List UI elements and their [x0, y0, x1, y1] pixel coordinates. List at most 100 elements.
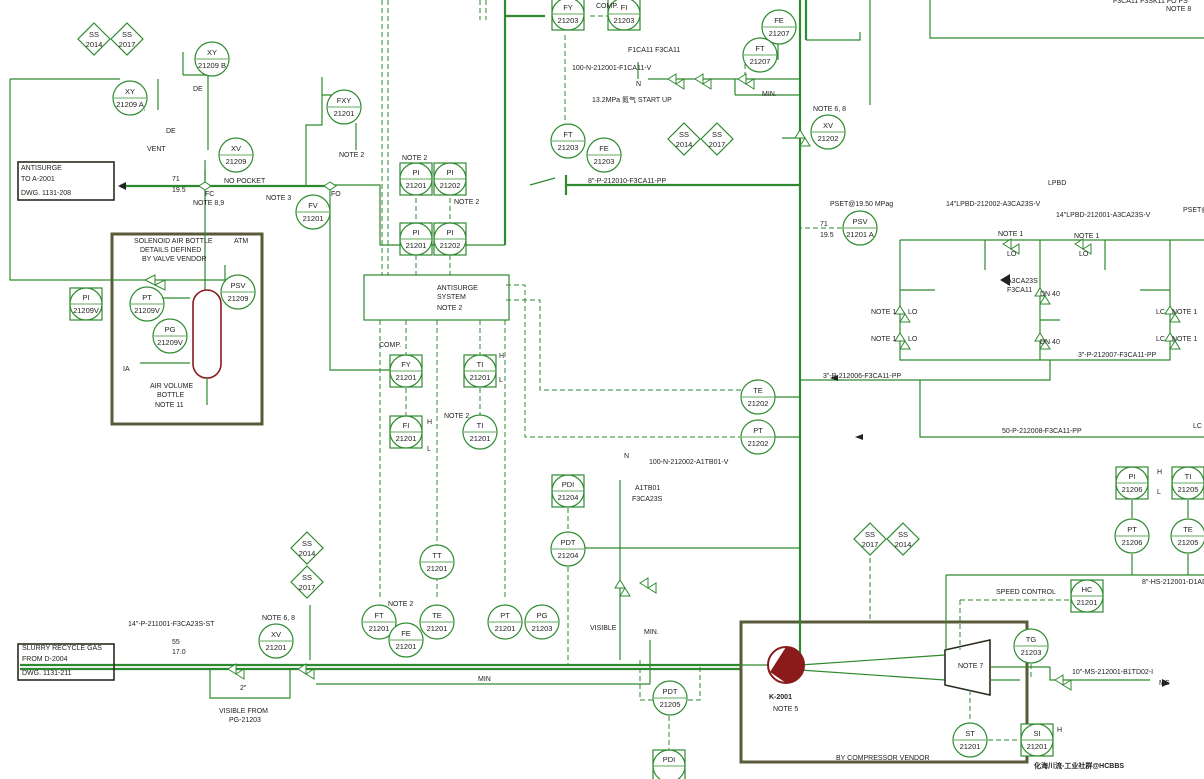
interlock-number: 2017 [119, 40, 136, 49]
instrument-number: 21201 A [846, 230, 874, 239]
lbl-lo1: LO [1007, 251, 1017, 258]
instrument-number: 21204 [558, 551, 579, 560]
instrument-pdi21205[interactable]: PDI [652, 749, 686, 779]
compressor-vendor-frame [739, 620, 1029, 764]
lbl-lo4: LO [908, 336, 918, 343]
lbl-l1: L [499, 377, 503, 384]
lbl-pset2: PSET@ [1183, 207, 1204, 214]
lbl-f1ca11: F1CA11 F3CA11 [628, 47, 680, 54]
lbl-lo3: LO [908, 309, 918, 316]
lbl-n2: N [636, 81, 641, 88]
lbl-l2: L [427, 446, 431, 453]
instrument-tag: SI [1033, 729, 1040, 738]
lbl-2in: 2" [240, 685, 247, 692]
lbl-note68b: NOTE 6, 8 [262, 615, 295, 622]
instrument-tag: XV [823, 121, 833, 130]
lbl-71b: 71 [820, 221, 828, 228]
lbl-dn40b: DN 40 [1040, 339, 1060, 346]
instrument-number: 21202 [440, 181, 461, 190]
instrument-number: 21201 [470, 373, 491, 382]
lbl-dn40a: DN 40 [1040, 291, 1060, 298]
instrument-tag: FT [374, 611, 384, 620]
lbl-note1e: NOTE 1 [1172, 309, 1197, 316]
lbl-visiblefrom2: PG-21203 [229, 717, 261, 724]
lbl-note7: NOTE 7 [958, 663, 983, 670]
lbl-vent: VENT [147, 146, 166, 153]
instrument-tag: PG [165, 325, 176, 334]
lbl-h4: H [1057, 727, 1062, 734]
lbl-vendor: BY COMPRESSOR VENDOR [836, 755, 930, 762]
offsheet-connector-d2004[interactable] [17, 643, 115, 681]
antisurge-system-box [363, 274, 510, 321]
lbl-visiblefrom1: VISIBLE FROM [219, 708, 268, 715]
instrument-number: 21207 [750, 57, 771, 66]
offsheet-connector-a2001[interactable] [17, 161, 115, 201]
lbl-lpbd1: 14"LPBD-212002-A3CA23S-V [946, 201, 1041, 208]
lbl-lc2: LC [1156, 336, 1165, 343]
instrument-tag: PDI [562, 480, 575, 489]
lbl-ia: IA [123, 366, 130, 373]
instrument-pdi21204[interactable]: PDI 21204 [551, 474, 585, 508]
instrument-number: 21202 [748, 399, 769, 408]
instrument-number: 21209 [228, 294, 249, 303]
lbl-note5: NOTE 5 [773, 706, 798, 713]
instrument-tag: PDI [663, 755, 676, 764]
instrument-number: 21204 [558, 493, 579, 502]
instrument-tag: XV [271, 630, 281, 639]
instrument-tag: FI [403, 421, 410, 430]
lbl-line-14p: 14"-P-211001-F3CA23S-ST [128, 621, 215, 628]
